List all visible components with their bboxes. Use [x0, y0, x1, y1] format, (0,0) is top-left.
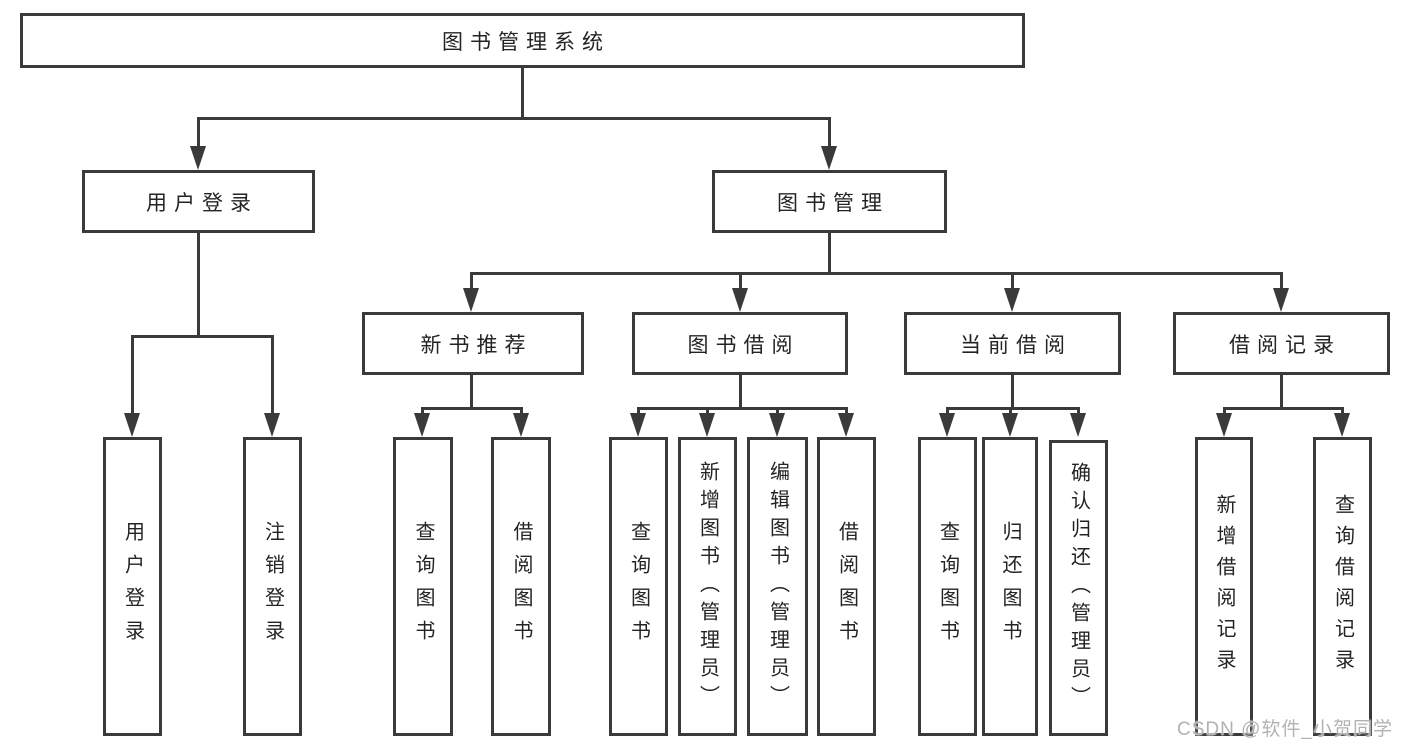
connector-line: [706, 407, 709, 417]
node-book-management: 图书管理: [712, 170, 947, 233]
leaf-label: 注销登录: [261, 520, 284, 653]
connector-line: [776, 407, 779, 417]
leaf-return-book: 归还图书: [982, 437, 1038, 736]
connector-line: [828, 233, 831, 272]
node-label: 用户登录: [146, 191, 258, 215]
connector-line: [421, 407, 523, 410]
connector-line: [828, 117, 831, 150]
leaf-label: 查询图书: [412, 520, 434, 653]
node-label: 借阅记录: [1229, 333, 1341, 357]
leaf-label: 借阅图书: [510, 520, 532, 653]
arrow-down-icon: [630, 413, 646, 437]
arrow-down-icon: [1070, 413, 1086, 437]
leaf-label: 查询借阅记录: [1331, 493, 1354, 680]
leaf-label: 用户登录: [121, 520, 144, 653]
arrow-down-icon: [699, 413, 715, 437]
arrow-down-icon: [769, 413, 785, 437]
node-book-borrow: 图书借阅: [632, 312, 848, 375]
connector-line: [1223, 407, 1226, 417]
arrow-down-icon: [1273, 288, 1289, 312]
connector-line: [271, 335, 274, 417]
arrow-down-icon: [732, 288, 748, 312]
leaf-label: 新增图书（管理员）: [696, 460, 719, 713]
connector-line: [739, 272, 742, 290]
leaf-borrow-book: 借阅图书: [817, 437, 876, 736]
leaf-label: 查询图书: [627, 520, 650, 653]
arrow-down-icon: [190, 146, 206, 170]
arrow-down-icon: [1002, 413, 1018, 437]
leaf-edit-book-admin: 编辑图书（管理员）: [747, 437, 808, 736]
node-label: 当前借阅: [960, 333, 1072, 357]
connector-line: [1280, 375, 1283, 407]
leaf-label: 借阅图书: [835, 520, 858, 653]
node-borrow-records: 借阅记录: [1173, 312, 1390, 375]
leaf-user-login: 用户登录: [103, 437, 162, 736]
node-user-login: 用户登录: [82, 170, 315, 233]
connector-line: [131, 335, 274, 338]
connector-line: [197, 117, 200, 150]
arrow-down-icon: [264, 413, 280, 437]
leaf-query-borrow-record: 查询借阅记录: [1313, 437, 1372, 736]
connector-line: [1011, 272, 1014, 290]
arrow-down-icon: [1334, 413, 1350, 437]
connector-line: [637, 407, 848, 410]
leaf-query-book-recommend: 查询图书: [393, 437, 453, 736]
node-label: 图书借阅: [687, 333, 800, 357]
node-new-book-recommend: 新书推荐: [362, 312, 584, 375]
arrow-down-icon: [939, 413, 955, 437]
arrow-down-icon: [414, 413, 430, 437]
leaf-label: 查询图书: [936, 520, 959, 653]
arrow-down-icon: [1216, 413, 1232, 437]
connector-line: [637, 407, 640, 417]
node-current-borrow: 当前借阅: [904, 312, 1121, 375]
arrow-down-icon: [463, 288, 479, 312]
connector-line: [470, 272, 473, 290]
leaf-label: 编辑图书（管理员）: [766, 460, 789, 713]
arrow-down-icon: [838, 413, 854, 437]
node-label: 图书管理: [777, 191, 889, 215]
node-label: 新书推荐: [420, 333, 533, 357]
connector-line: [845, 407, 848, 417]
connector-line: [1011, 375, 1014, 407]
connector-line: [1223, 407, 1344, 410]
watermark-text: CSDN @软件_小贺同学: [1177, 719, 1393, 740]
connector-line: [1009, 407, 1012, 417]
leaf-borrow-book-recommend: 借阅图书: [491, 437, 551, 736]
node-library-system: 图书管理系统: [20, 13, 1025, 68]
leaf-label: 归还图书: [999, 520, 1021, 653]
connector-line: [521, 68, 524, 117]
leaf-confirm-return-admin: 确认归还（管理员）: [1049, 440, 1108, 736]
connector-line: [470, 272, 1282, 275]
leaf-label: 新增借阅记录: [1213, 493, 1235, 680]
connector-line: [1077, 407, 1080, 417]
connector-line: [1341, 407, 1344, 417]
arrow-down-icon: [1004, 288, 1020, 312]
connector-line: [1280, 272, 1283, 290]
connector-line: [197, 233, 200, 335]
connector-line: [739, 375, 742, 407]
connector-line: [131, 335, 134, 417]
leaf-query-book-current: 查询图书: [918, 437, 977, 736]
arrow-down-icon: [124, 413, 140, 437]
arrow-down-icon: [821, 146, 837, 170]
connector-line: [520, 407, 523, 417]
leaf-query-book-borrow: 查询图书: [609, 437, 668, 736]
leaf-logout: 注销登录: [243, 437, 302, 736]
connector-line: [197, 117, 831, 120]
connector-line: [421, 407, 424, 417]
leaf-add-borrow-record: 新增借阅记录: [1195, 437, 1253, 736]
connector-line: [470, 375, 473, 407]
leaf-add-book-admin: 新增图书（管理员）: [678, 437, 737, 736]
connector-line: [946, 407, 949, 417]
arrow-down-icon: [513, 413, 529, 437]
connector-line: [946, 407, 1080, 410]
node-label: 图书管理系统: [442, 30, 610, 54]
leaf-label: 确认归还（管理员）: [1067, 462, 1090, 714]
